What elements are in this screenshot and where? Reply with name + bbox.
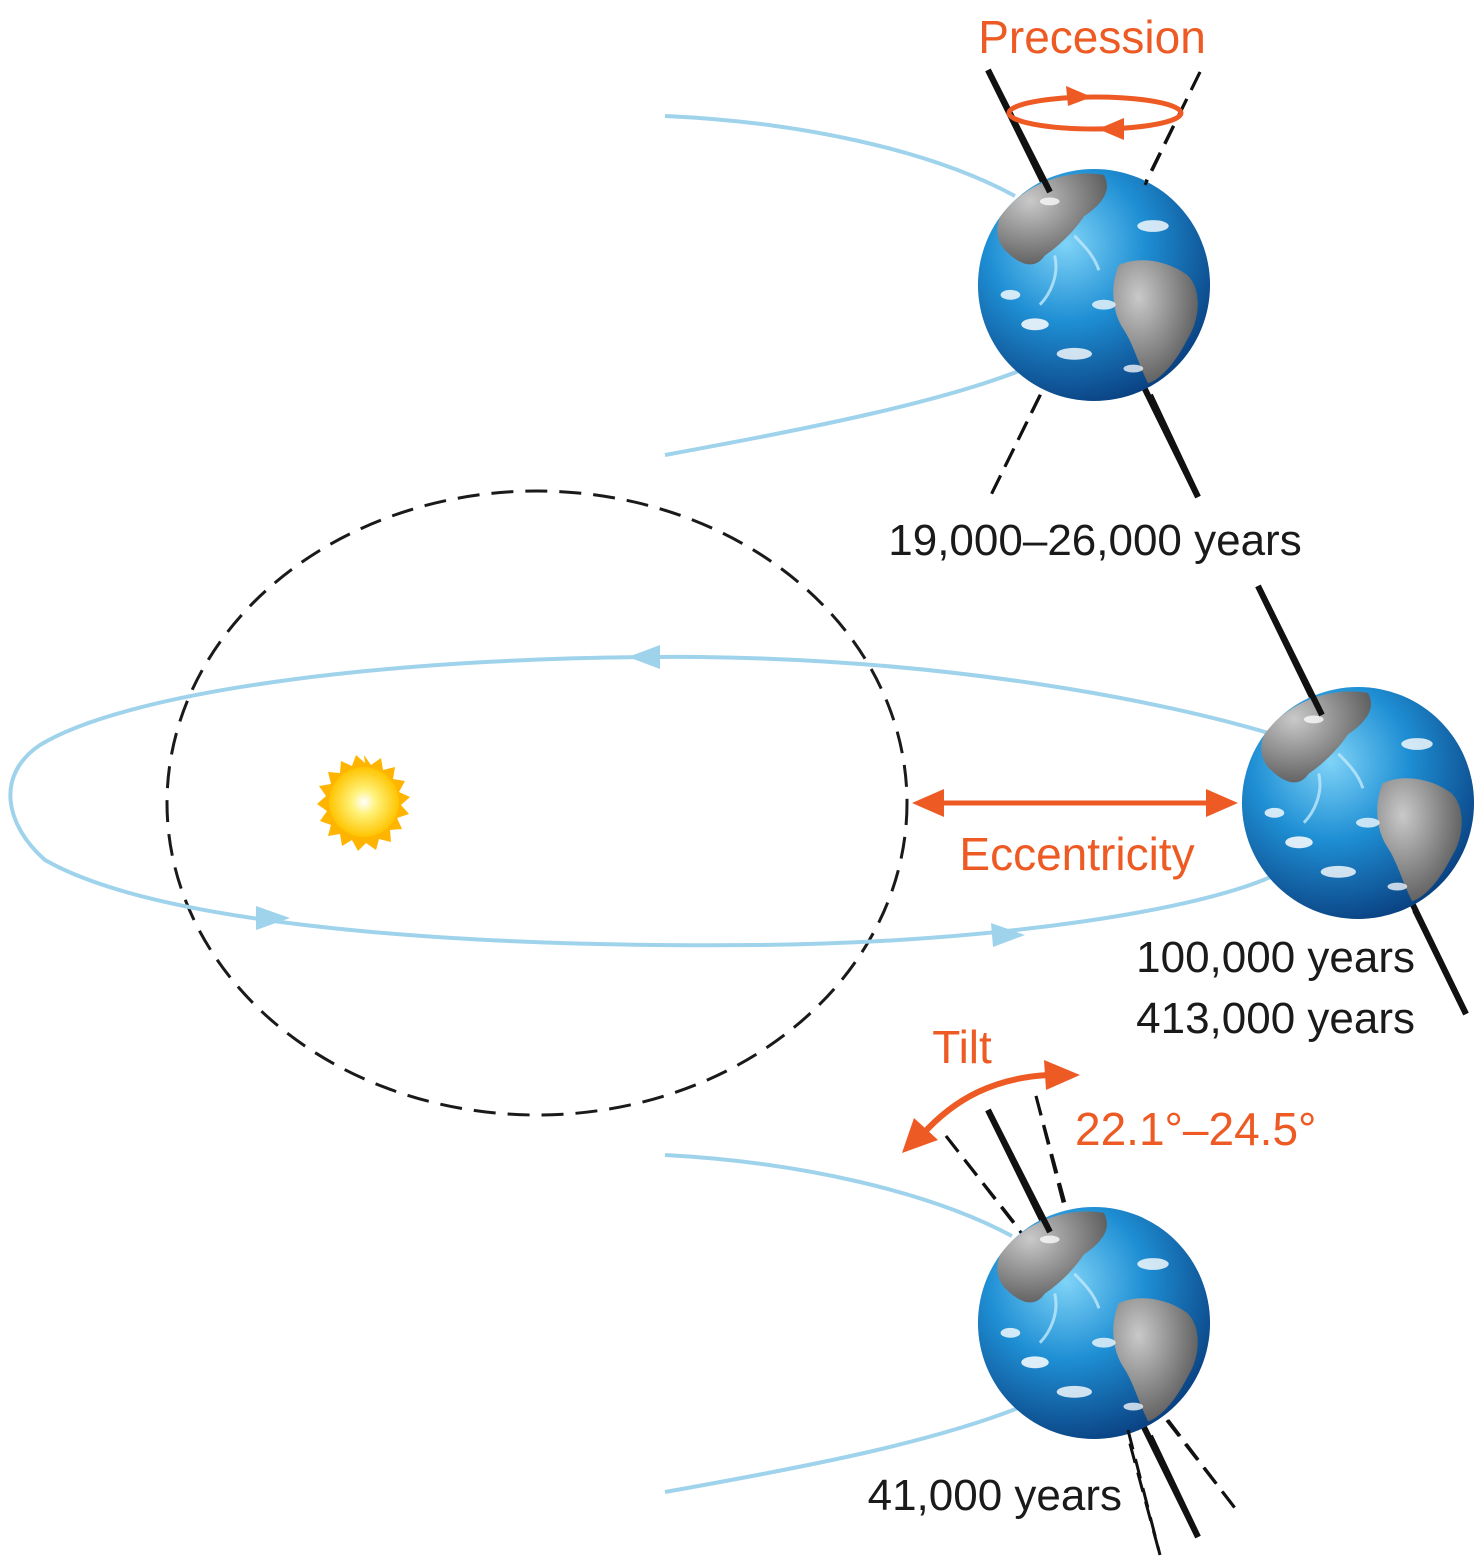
earth-precession-icon (976, 167, 1212, 403)
tilt-dashed-right-bottom-cap (1126, 1429, 1162, 1556)
eccentricity-arrow-right (1206, 789, 1238, 817)
dashed-reference-circle (165, 489, 909, 1117)
earth-tilt-icon (976, 1205, 1212, 1441)
orbit-segment-bottom-lower (664, 1396, 1043, 1494)
precession-arrow-left (1098, 118, 1124, 140)
precession-axis-bottom-cap (1147, 393, 1201, 499)
eccentricity-group: Eccentricity 100,000 years 413,000 years (912, 584, 1476, 1043)
precession-group: Precession 19,000–26,000 years (664, 11, 1302, 565)
eccentricity-axis-top-cap (1255, 584, 1325, 717)
precession-dashed-top-cap (1143, 71, 1202, 186)
tilt-dashed-left-top-cap (944, 1135, 1022, 1231)
orbit-arrow-bottom-right (991, 923, 1025, 947)
tilt-range-label: 22.1°–24.5° (1075, 1103, 1316, 1155)
eccentricity-label: Eccentricity (959, 828, 1194, 880)
tilt-arrow-right-head (1044, 1060, 1080, 1090)
tilt-curved-arrow (919, 1072, 1049, 1137)
tilt-dashed-right-top-cap (1034, 1095, 1067, 1211)
orbit-arrow-bottom-left (256, 906, 290, 930)
precession-arrow-right (1066, 86, 1092, 106)
tilt-label: Tilt (932, 1021, 992, 1073)
orbit-segment-top-lower (664, 358, 1046, 457)
orbit-segment-bottom-upper (664, 1153, 1013, 1238)
tilt-dashed-left-bottom-cap (1166, 1419, 1240, 1513)
eccentric-orbit-path (8, 654, 1276, 948)
eccentricity-period-413k: 413,000 years (1136, 994, 1415, 1043)
eccentricity-period-100k: 100,000 years (1136, 933, 1415, 982)
orbit-segment-top-upper (664, 114, 1016, 198)
tilt-arrow-left-head (902, 1118, 938, 1153)
precession-dashed-bottom-cap (988, 394, 1042, 498)
tilt-axis-top-cap (985, 1108, 1053, 1234)
earth-eccentricity-icon (1240, 685, 1476, 921)
precession-period-label: 19,000–26,000 years (888, 516, 1301, 565)
tilt-axis-bottom-cap (1147, 1434, 1201, 1539)
tilt-group: Tilt 22.1°–24.5° 41,000 years (664, 1021, 1316, 1556)
tilt-period-label: 41,000 years (868, 1471, 1122, 1520)
precession-rotation-ring (1006, 94, 1184, 132)
precession-label: Precession (978, 11, 1206, 63)
orbit-arrow-top (628, 645, 660, 669)
sun-icon (317, 755, 410, 851)
precession-axis-top-cap (985, 68, 1053, 194)
eccentricity-arrow-left (912, 789, 944, 817)
eccentricity-axis-bottom-cap (1412, 908, 1469, 1016)
